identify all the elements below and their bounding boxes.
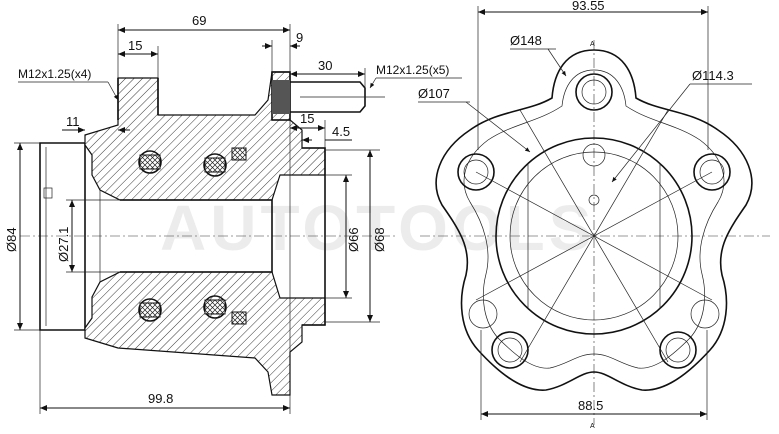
dim-4-5: 4.5: [332, 124, 350, 139]
mark-top: A: [590, 41, 595, 48]
leader-148: [547, 48, 567, 77]
wheel-stud-knurl: [272, 80, 290, 114]
dim-99-8: 99.8: [148, 391, 173, 406]
dim-11: 11: [66, 114, 80, 129]
flange-face: [302, 147, 326, 326]
front-view: 93.55 Ø148: [418, 0, 770, 430]
thread-label-right: M12x1.25(x5): [376, 63, 449, 77]
bearing-ball-lower-left: [138, 298, 162, 322]
radial-4: [475, 171, 713, 301]
bearing-ball-upper-left: [138, 150, 162, 174]
dim-69: 69: [192, 13, 206, 28]
side-section-view: 69 15 9 30 M12x1.25(x4) M12x1.25(x5) 11 …: [4, 13, 462, 414]
stud-hole-5: [457, 153, 495, 191]
thread-label-left: M12x1.25(x4): [18, 67, 91, 81]
flange-outline: [435, 49, 753, 391]
stud-hole-3-inner: [665, 337, 691, 363]
stud-hole-5-inner: [463, 159, 489, 185]
aux-hole-left: [468, 299, 498, 329]
dia-84: Ø84: [4, 227, 19, 252]
dim-88-5: 88.5: [578, 398, 603, 413]
aux-hole-small: [588, 194, 600, 206]
cage-upper-right: [204, 157, 226, 173]
hub-bore: [120, 199, 273, 273]
dia-107: Ø107: [418, 86, 450, 101]
mount-thread: [117, 78, 159, 120]
leader-107: [465, 101, 531, 153]
dia-27-1: Ø27.1: [56, 227, 71, 262]
bearing-ball-lower-right: [203, 295, 227, 319]
dia-148: Ø148: [510, 33, 542, 48]
seal-lower: [231, 311, 247, 325]
watermark-text: AUTOTOOLS: [160, 192, 595, 264]
dim-93-55: 93.55: [572, 0, 605, 13]
bearing-ball-upper-right: [203, 153, 227, 177]
leader-114: [611, 83, 691, 183]
aux-hole-top: [582, 143, 606, 167]
aux-hole-right: [690, 299, 720, 329]
thread-leader-left: [107, 81, 119, 101]
stud-hole-3: [659, 331, 697, 369]
stud-hole-2-inner: [699, 159, 725, 185]
dim-15b: 15: [300, 111, 314, 126]
seal-upper: [231, 147, 247, 161]
mark-bottom: A: [590, 423, 595, 430]
cage-upper-left: [139, 154, 161, 170]
flange-inner: [463, 69, 725, 369]
dim-30: 30: [318, 58, 332, 73]
sensor-mark: [43, 187, 53, 199]
stud-hole-4-inner: [497, 337, 523, 363]
dia-114-3: Ø114.3: [692, 68, 734, 83]
dim-15: 15: [128, 38, 142, 53]
pilot-circle: [495, 137, 693, 335]
dim-9: 9: [296, 30, 303, 45]
cage-lower-right: [204, 299, 226, 315]
stud-hole-2: [693, 153, 731, 191]
hub-body-lower: [84, 271, 326, 396]
stud-hole-1: [575, 73, 613, 111]
dia-68: Ø68: [372, 227, 387, 252]
cage-lower-left: [139, 302, 161, 318]
stud-hole-1-inner: [581, 79, 607, 105]
stud-hole-4: [491, 331, 529, 369]
thread-leader-right: [369, 77, 377, 89]
inner-ring: [509, 151, 679, 321]
dia-66: Ø66: [346, 227, 361, 252]
